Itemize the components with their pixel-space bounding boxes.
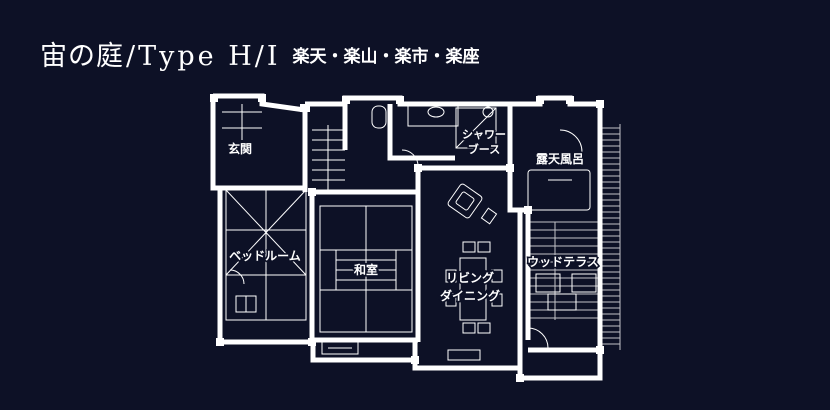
label-washitsu: 和室 [353, 262, 378, 277]
title-separator: / [126, 41, 137, 72]
title-type: Type H/I [138, 41, 281, 72]
label-terrace: ウッドテラス [527, 255, 599, 269]
plan-title: 宙の庭/Type H/I 楽天・楽山・楽市・楽座 [40, 34, 480, 73]
label-living: リビング [446, 270, 494, 285]
title-name: 宙の庭 [40, 41, 124, 72]
label-bath: 露天風呂 [536, 152, 584, 166]
label-entrance: 玄関 [228, 141, 252, 156]
label-shower: シャワー [462, 128, 506, 141]
interior-details [222, 103, 597, 361]
walls [210, 93, 603, 381]
wall-pieces [210, 94, 604, 382]
label-dining: ダイニング [440, 288, 500, 303]
label-bedroom: ベッドルーム [229, 249, 301, 263]
room-labels: 玄関 ベッドルーム 和室 リビング ダイニング シャワー ブース 露天風呂 ウッ… [226, 126, 600, 304]
label-shower-booth: ブース [468, 142, 500, 156]
title-locations: 楽天・楽山・楽市・楽座 [292, 47, 480, 67]
